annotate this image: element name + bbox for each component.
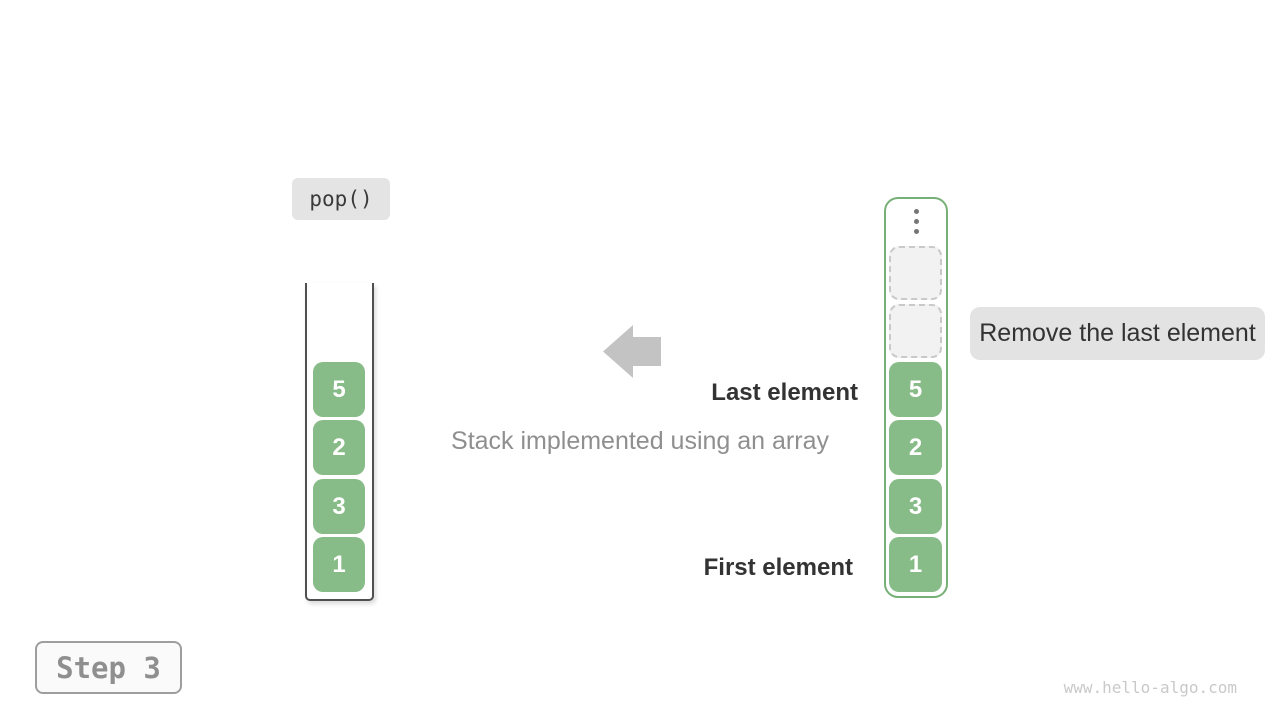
step-badge: Step 3 xyxy=(35,641,182,694)
empty-array-slot xyxy=(889,304,942,358)
stack-element: 3 xyxy=(313,479,365,534)
pop-operation-label: pop() xyxy=(292,178,390,220)
remove-last-element-tooltip: Remove the last element xyxy=(970,307,1265,360)
vertical-ellipsis-icon xyxy=(886,209,946,234)
stack-container: 5 2 3 1 xyxy=(305,283,374,601)
array-element: 2 xyxy=(889,420,942,475)
left-arrow-icon xyxy=(603,325,661,378)
last-element-label: Last element xyxy=(711,379,858,406)
stack-element: 2 xyxy=(313,420,365,475)
array-element: 1 xyxy=(889,537,942,592)
stack-element: 1 xyxy=(313,537,365,592)
diagram-caption: Stack implemented using an array xyxy=(451,427,829,455)
first-element-label: First element xyxy=(703,554,853,581)
array-element: 3 xyxy=(889,479,942,534)
stack-element: 5 xyxy=(313,362,365,417)
watermark: www.hello-algo.com xyxy=(1063,678,1237,697)
array-element: 5 xyxy=(889,362,942,417)
empty-array-slot xyxy=(889,246,942,300)
array-container: 5 2 3 1 xyxy=(884,197,948,598)
